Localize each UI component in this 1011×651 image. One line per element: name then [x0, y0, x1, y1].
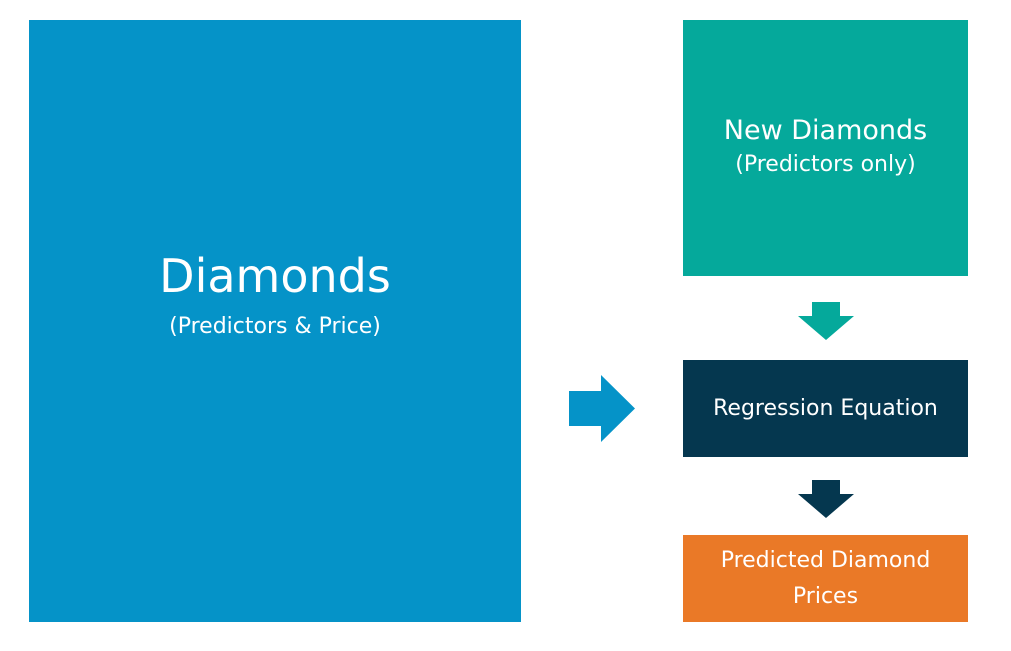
arrow-down-shape-2: [798, 480, 854, 518]
arrow-right-icon: [569, 375, 635, 442]
arrow-down-shape-1: [798, 302, 854, 340]
diamonds-box: Diamonds (Predictors & Price): [29, 20, 521, 622]
regression-equation-box: Regression Equation: [683, 360, 968, 457]
new-diamonds-box: New Diamonds (Predictors only): [683, 20, 968, 276]
predicted-prices-title: Predicted Diamond Prices: [720, 547, 931, 609]
arrow-right-shape: [569, 375, 635, 442]
diamonds-title: Diamonds: [159, 249, 391, 303]
arrow-down-icon: [798, 302, 854, 340]
new-diamonds-subtitle: (Predictors only): [735, 152, 916, 177]
predicted-prices-box: Predicted Diamond Prices: [683, 535, 968, 622]
new-diamonds-title: New Diamonds: [723, 115, 928, 146]
arrow-down-icon: [798, 480, 854, 518]
diamonds-subtitle: (Predictors & Price): [169, 314, 381, 339]
regression-equation-title: Regression Equation: [713, 395, 938, 421]
